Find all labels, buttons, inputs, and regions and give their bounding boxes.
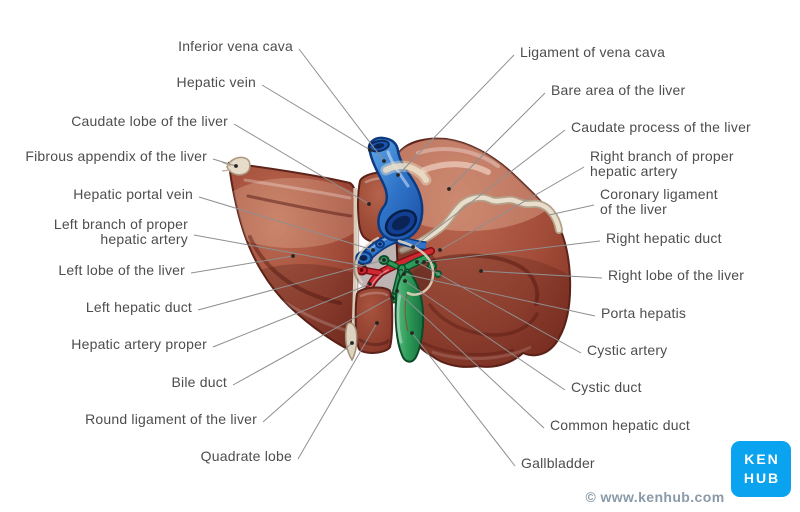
label-fibrous-appendix-of-the-liver: Fibrous appendix of the liver [25, 147, 207, 164]
leader-line-coronary-ligament-of-the-liver [548, 204, 595, 216]
marker-dot-right-branch-of-proper-hepatic-artery [438, 248, 442, 252]
leader-line-cystic-duct [404, 280, 566, 391]
leader-line-round-ligament-of-the-liver [262, 342, 353, 423]
marker-dot-hepatic-vein [368, 148, 372, 152]
leader-line-hepatic-artery-proper [212, 283, 371, 348]
marker-dot-quadrate-lobe [375, 321, 379, 325]
leader-line-hepatic-portal-vein [198, 196, 374, 251]
ligament-of-vena-cava-band [380, 160, 432, 186]
marker-dot-right-lobe-of-the-liver [479, 269, 483, 273]
label-left-hepatic-duct: Left hepatic duct [85, 298, 192, 315]
label-hepatic-artery-proper: Hepatic artery proper [71, 335, 207, 352]
marker-dot-inferior-vena-cava [382, 159, 386, 163]
marker-dot-gallbladder [410, 331, 414, 335]
marker-dot-caudate-process-of-the-liver [411, 245, 415, 249]
leader-line-common-hepatic-duct [396, 290, 545, 429]
leader-line-caudate-process-of-the-liver [412, 129, 566, 248]
leader-line-hepatic-vein [261, 84, 371, 151]
marker-dot-right-hepatic-duct [422, 260, 426, 264]
leader-line-right-hepatic-duct [423, 240, 601, 263]
kenhub-logo-line2: HUB [743, 470, 781, 486]
label-gallbladder: Gallbladder [521, 454, 595, 471]
leader-line-right-branch-of-proper-hepatic-artery [439, 166, 585, 251]
marker-dot-fibrous-appendix-of-the-liver [234, 164, 238, 168]
label-right-lobe-of-the-liver: Right lobe of the liver [608, 266, 745, 283]
leader-line-fibrous-appendix-of-the-liver [212, 158, 237, 167]
marker-dot-common-hepatic-duct [395, 289, 399, 293]
label-inferior-vena-cava: Inferior vena cava [178, 37, 293, 54]
fibrous-appendix-shape [221, 156, 251, 176]
label-hepatic-vein: Hepatic vein [176, 73, 256, 90]
marker-dot-bile-duct [390, 295, 394, 299]
kenhub-logo-line1: KEN [744, 451, 780, 467]
marker-dot-hepatic-portal-vein [371, 248, 375, 252]
leader-line-inferior-vena-cava [298, 48, 385, 162]
marker-dot-hepatic-artery-proper [368, 282, 372, 286]
marker-dot-left-hepatic-duct [382, 258, 386, 262]
label-right-hepatic-duct: Right hepatic duct [606, 229, 722, 246]
label-left-lobe-of-the-liver: Left lobe of the liver [58, 261, 185, 278]
marker-dot-caudate-lobe-of-the-liver [367, 202, 371, 206]
inferior-vena-cava-vessel [367, 136, 424, 242]
label-bile-duct: Bile duct [171, 373, 227, 390]
marker-dot-ligament-of-vena-cava [396, 173, 400, 177]
kenhub-logo: KEN HUB [731, 441, 791, 497]
label-cystic-duct: Cystic duct [571, 378, 642, 395]
leader-line-gallbladder [411, 332, 516, 467]
marker-dot-bare-area-of-the-liver [447, 187, 451, 191]
label-porta-hepatis: Porta hepatis [601, 304, 687, 321]
label-cystic-artery: Cystic artery [587, 341, 668, 358]
leader-line-porta-hepatis [403, 273, 596, 317]
label-ligament-of-vena-cava: Ligament of vena cava [520, 43, 666, 60]
marker-dot-cystic-artery [415, 260, 419, 264]
label-hepatic-portal-vein: Hepatic portal vein [73, 185, 193, 202]
marker-dot-round-ligament-of-the-liver [350, 341, 354, 345]
quadrate-lobe-shape [354, 286, 394, 354]
label-quadrate-lobe: Quadrate lobe [200, 447, 292, 464]
label-caudate-process-of-the-liver: Caudate process of the liver [571, 118, 751, 135]
label-caudate-lobe-of-the-liver: Caudate lobe of the liver [71, 112, 228, 129]
leader-line-bile-duct [232, 296, 393, 386]
label-round-ligament-of-the-liver: Round ligament of the liver [85, 410, 257, 427]
marker-dot-left-lobe-of-the-liver [291, 254, 295, 258]
copyright-text: © www.kenhub.com [585, 489, 725, 505]
leader-line-cystic-artery [416, 261, 582, 354]
leader-line-right-lobe-of-the-liver [480, 270, 603, 279]
marker-dot-cystic-duct [403, 279, 407, 283]
label-common-hepatic-duct: Common hepatic duct [550, 416, 690, 433]
leader-line-left-hepatic-duct [197, 259, 385, 311]
marker-dot-porta-hepatis [402, 272, 406, 276]
hilum-peritoneal-rim [355, 236, 435, 296]
leader-line-caudate-lobe-of-the-liver [233, 123, 370, 205]
label-bare-area-of-the-liver: Bare area of the liver [551, 81, 686, 98]
leader-line-quadrate-lobe [297, 322, 378, 460]
leader-line-bare-area-of-the-liver [448, 92, 546, 190]
leader-line-ligament-of-vena-cava [397, 54, 515, 176]
leader-line-left-lobe-of-the-liver [190, 255, 294, 274]
leader-line-left-branch-of-proper-hepatic-artery [193, 234, 365, 267]
coronary-ligament-ribbon [398, 193, 563, 254]
